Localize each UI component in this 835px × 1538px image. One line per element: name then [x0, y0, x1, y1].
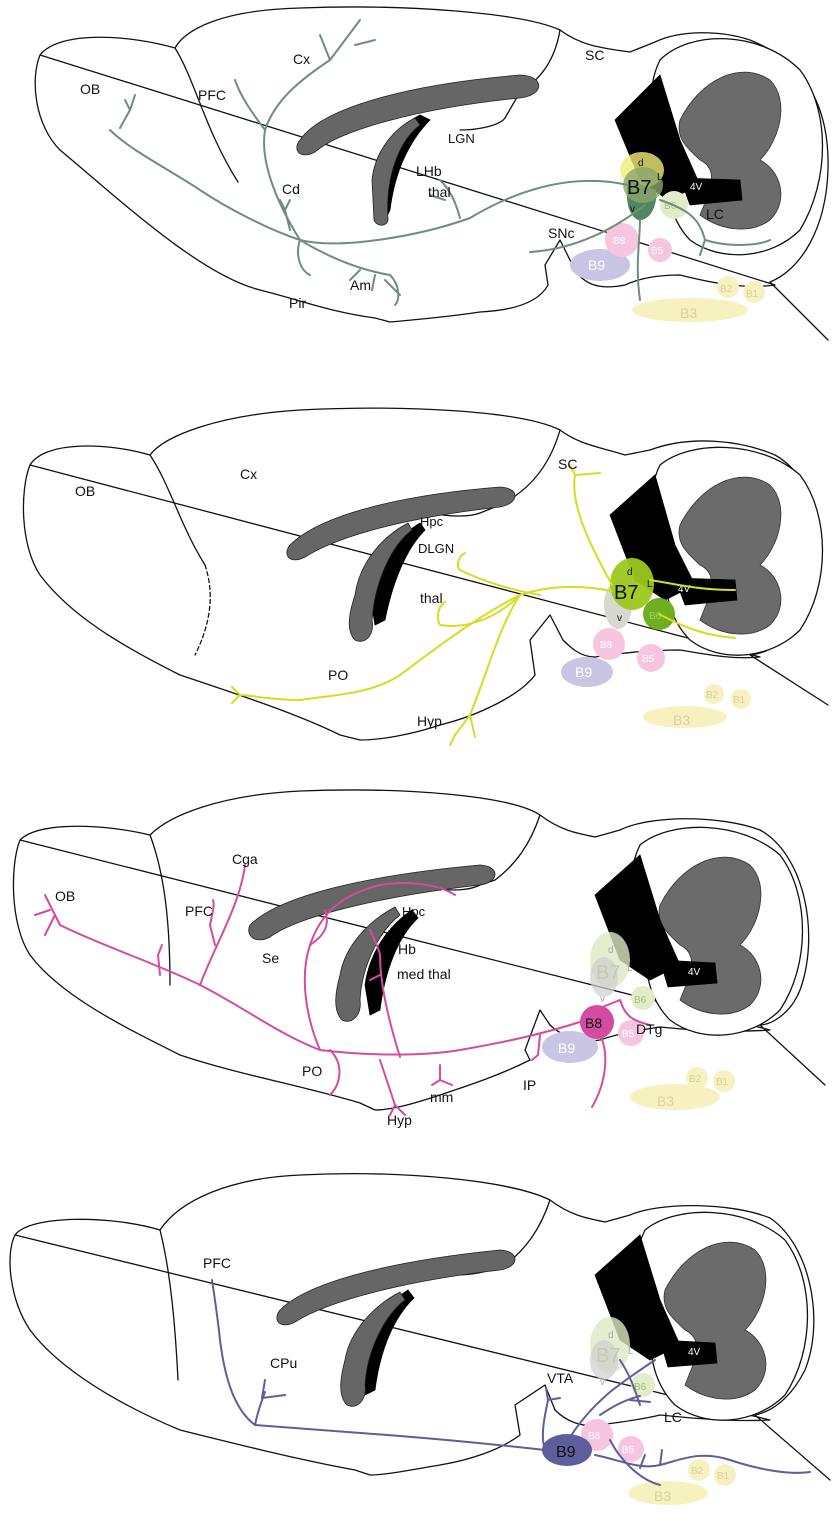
label-ob: OB	[55, 888, 75, 904]
label-snc: SNc	[548, 225, 574, 241]
cerebellum	[595, 827, 803, 1035]
b7-label: B7	[614, 582, 638, 604]
cerebellum	[610, 447, 823, 655]
label-ip: IP	[523, 1077, 536, 1093]
b8-label: B8	[613, 236, 626, 247]
b1-label: B1	[717, 1471, 730, 1482]
label-mm: mm	[430, 1089, 453, 1105]
label-pir: Pir	[289, 295, 306, 311]
b2-label: B2	[689, 1074, 702, 1085]
b3-label: B3	[680, 305, 697, 321]
b7-dorsal-label: d	[608, 945, 614, 956]
b9-label: B9	[556, 1444, 576, 1461]
b3-nucleus	[630, 1084, 720, 1110]
panel-b6-projections: 4V B3 B2 B1 B9 B8 B5 B6 B7 d v L OB Cx H…	[0, 395, 835, 770]
b7-ventral-label: v	[617, 613, 622, 624]
b5-label: B5	[642, 654, 655, 665]
label-ob: OB	[80, 81, 100, 97]
brain-diagram-b6: 4V B3 B2 B1 B9 B8 B5 B6 B7 d v L OB Cx H…	[0, 395, 835, 770]
lateral-ventricle	[297, 75, 539, 155]
b7-dorsal-label: d	[608, 1330, 614, 1341]
b3-label: B3	[673, 712, 690, 728]
b2-label: B2	[720, 284, 733, 295]
label-po: PO	[302, 1063, 322, 1079]
label-lc: LC	[706, 206, 724, 222]
label-hpc: Hpc	[402, 904, 426, 919]
label-hyp: Hyp	[387, 1112, 412, 1128]
panel-b7-projections: 4V B3 B2 B1 B9 B8 B5 B6 B7 d v L OB PFC …	[0, 0, 835, 375]
label-po: PO	[328, 667, 348, 683]
label-cx: Cx	[293, 51, 310, 67]
label-med-thal: med thal	[397, 966, 451, 982]
label-lc: LC	[664, 1409, 682, 1425]
label-pfc: PFC	[203, 1255, 231, 1271]
label-cx: Cx	[240, 466, 257, 482]
label-ob: OB	[75, 483, 95, 499]
b7-label: B7	[627, 177, 651, 199]
label-lgn: LGN	[448, 131, 475, 146]
cerebellum	[595, 1212, 808, 1420]
label-pfc: PFC	[198, 87, 226, 103]
b9-label: B9	[558, 1040, 575, 1056]
b6-label: B6	[649, 611, 662, 622]
b3-label: B3	[654, 1488, 671, 1504]
label-cpu: CPu	[270, 1355, 297, 1371]
4v-label: 4V	[690, 182, 703, 193]
label-sc: SC	[585, 47, 604, 63]
ob-boundary	[150, 835, 170, 985]
b1-label: B1	[716, 1077, 729, 1088]
b3-label: B3	[657, 1093, 674, 1109]
b7-lateral-label: L	[628, 1346, 634, 1357]
label-dtg: DTg	[636, 1021, 662, 1037]
4v-label: 4V	[688, 967, 701, 978]
b7-dorsal-label: d	[627, 567, 633, 578]
b7-dorsal-label: d	[638, 158, 644, 169]
b8-label: B8	[588, 1431, 601, 1442]
b7-ventral-label: v	[600, 1377, 605, 1388]
b7-label: B7	[596, 962, 620, 984]
b8-label: B8	[600, 640, 613, 651]
label-se: Se	[262, 950, 279, 966]
label-cd: Cd	[282, 181, 300, 197]
label-lhb: LHb	[416, 163, 442, 179]
brain-diagram-b7: 4V B3 B2 B1 B9 B8 B5 B6 B7 d v L OB PFC …	[0, 0, 835, 375]
label-thal: thal	[428, 184, 451, 200]
ob-boundary	[160, 1230, 178, 1380]
panel-b9-projections: 4V B3 B2 B1 B8 B5 B7 d v L B6 B9 PFC CPu…	[0, 1160, 835, 1535]
label-hb: Hb	[398, 941, 416, 957]
label-cga: Cga	[232, 851, 258, 867]
label-dlgn: DLGN	[418, 541, 454, 556]
label-thal: thal	[420, 590, 443, 606]
b2-label: B2	[706, 690, 719, 701]
brain-diagram-b8: 4V B3 B2 B1 B9 B5 B7 d v L B6 B8 OB PFC …	[0, 785, 835, 1160]
b7-label: B7	[596, 1345, 620, 1367]
label-sc: SC	[558, 456, 577, 472]
cerebellum	[615, 39, 823, 255]
b7-lateral-label: L	[627, 963, 633, 974]
label-pfc: PFC	[185, 903, 213, 919]
b5-label: B5	[622, 1445, 635, 1456]
label-vta: VTA	[547, 1370, 574, 1386]
4v-label: 4V	[688, 1347, 701, 1358]
b2-label: B2	[691, 1466, 704, 1477]
b6-label: B6	[634, 995, 647, 1006]
b1-label: B1	[733, 695, 746, 706]
label-hpc: Hpc	[420, 514, 444, 529]
label-am: Am	[350, 277, 371, 293]
b5-label: B5	[622, 1029, 635, 1040]
label-hyp: Hyp	[417, 713, 442, 729]
brain-diagram-b9: 4V B3 B2 B1 B8 B5 B7 d v L B6 B9 PFC CPu…	[0, 1160, 835, 1535]
b8-label: B8	[585, 1015, 602, 1031]
dashed-boundary	[195, 565, 210, 655]
b1-label: B1	[746, 289, 759, 300]
b7-lateral-label: L	[657, 172, 663, 183]
b9-label: B9	[575, 664, 592, 680]
ob-boundary	[150, 455, 205, 565]
b9-label: B9	[588, 257, 605, 273]
b5-label: B5	[651, 246, 664, 257]
panel-b8-projections: 4V B3 B2 B1 B9 B5 B7 d v L B6 B8 OB PFC …	[0, 785, 835, 1160]
ob-boundary	[175, 48, 238, 182]
b7-ventral-label: v	[600, 994, 605, 1005]
